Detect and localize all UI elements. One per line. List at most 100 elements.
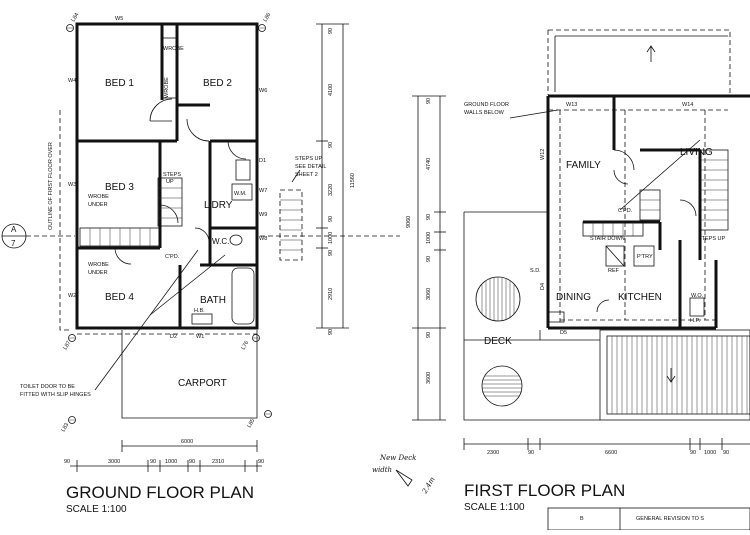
dim-l-2: 90 bbox=[426, 214, 432, 220]
dim-l-3: 1000 bbox=[426, 232, 432, 244]
window-w5: W5 bbox=[115, 16, 123, 22]
outline-first-floor bbox=[59, 110, 70, 331]
corner-l87: L87 bbox=[63, 340, 73, 351]
toilet-pan bbox=[229, 234, 243, 246]
dim-b-5: 2310 bbox=[212, 459, 224, 465]
dim-l-1: 4740 bbox=[426, 158, 432, 170]
washing-machine bbox=[231, 183, 253, 201]
first-left-dimensions: 90 4740 90 1000 90 3060 90 3600 9060 bbox=[406, 95, 446, 421]
ground-window-marks: W5 W4 W6 W3 W2 W1 D1 D2 W7 W8 W9 bbox=[68, 16, 267, 340]
room-label-dining: DINING bbox=[556, 292, 591, 303]
dim-l-7: 3600 bbox=[426, 372, 432, 384]
dim-l-4: 90 bbox=[426, 256, 432, 262]
dim-b-4: 90 bbox=[189, 459, 195, 465]
carport-outline bbox=[121, 330, 258, 419]
first-bottom-dimensions: 2300 90 6600 90 1000 90 bbox=[463, 438, 750, 456]
label-wo: W.O. bbox=[691, 293, 704, 299]
label-hb: H.B. bbox=[194, 308, 205, 314]
ground-outer-walls bbox=[75, 22, 259, 330]
dim-b-0: 90 bbox=[64, 459, 70, 465]
dim-fb-5: 90 bbox=[723, 450, 729, 456]
note-ground-walls-1: GROUND FLOOR bbox=[464, 102, 509, 108]
dim-b-3: 1000 bbox=[165, 459, 177, 465]
window-w4: W4 bbox=[68, 78, 76, 84]
section-sheet: 7 bbox=[11, 239, 16, 248]
room-label-wc: W.C. bbox=[212, 237, 229, 246]
note-outline-first-floor: OUTLINE OF FIRST FLOOR OVER bbox=[48, 142, 54, 230]
room-label-deck: DECK bbox=[484, 336, 512, 347]
dim-r-1: 4100 bbox=[328, 84, 334, 96]
dim-fb-3: 90 bbox=[690, 450, 696, 456]
room-label-bath: BATH bbox=[200, 295, 226, 306]
note-steps-up-2: SEE DETAIL bbox=[295, 164, 326, 170]
label-first-steps-up: STEPS UP bbox=[698, 236, 726, 242]
new-deck-hatch bbox=[599, 329, 750, 421]
note-toilet-door-1: TOILET DOOR TO BE bbox=[20, 384, 75, 390]
section-marker: A 7 bbox=[1, 223, 400, 249]
north-arrow-icon bbox=[646, 45, 656, 62]
fridge bbox=[605, 245, 625, 267]
wrobe-cabinet bbox=[161, 37, 177, 99]
dim-total-left: 9060 bbox=[406, 216, 412, 228]
window-w13: W13 bbox=[566, 102, 577, 108]
window-w3: W3 bbox=[68, 182, 76, 188]
first-staircase bbox=[582, 149, 729, 237]
label-wrobe-top: WROBE bbox=[163, 46, 184, 52]
dim-b-2: 90 bbox=[150, 459, 156, 465]
dim-r-0: 90 bbox=[328, 28, 334, 34]
window-w14: W14 bbox=[682, 102, 693, 108]
ground-right-dimensions: 90 4100 90 3220 90 1000 90 2910 90 11560 bbox=[316, 23, 356, 335]
ground-floor-plan: BED 1 BED 2 BED 3 BED 4 L'DRY BATH W.C. … bbox=[1, 12, 400, 515]
dim-r-2: 90 bbox=[328, 142, 334, 148]
section-letter: A bbox=[11, 225, 17, 234]
label-under-b: UNDER bbox=[88, 270, 108, 276]
door-d2: D2 bbox=[170, 334, 177, 340]
dim-fb-4: 1000 bbox=[704, 450, 716, 456]
first-roof-lines bbox=[554, 35, 728, 92]
dim-b-1: 3000 bbox=[108, 459, 120, 465]
corner-l85: L85 bbox=[247, 418, 257, 429]
kitchen-sink bbox=[547, 311, 565, 323]
dim-r-5: 1000 bbox=[328, 232, 334, 244]
label-ref: REF bbox=[608, 268, 620, 274]
ground-bottom-dimensions: 6000 90 3000 90 1000 90 2310 90 bbox=[64, 439, 264, 472]
door-d5: D5 bbox=[560, 330, 567, 336]
deck-area bbox=[463, 211, 600, 421]
window-w9: W9 bbox=[259, 212, 267, 218]
room-label-bed1: BED 1 bbox=[105, 78, 134, 89]
dim-fb-2: 6600 bbox=[605, 450, 617, 456]
corner-l76: L76 bbox=[241, 340, 251, 351]
exterior-steps bbox=[279, 169, 303, 261]
label-stair-down: STAIR DOWN bbox=[590, 236, 625, 242]
room-label-ldry: L'DRY bbox=[204, 200, 233, 211]
window-w2: W2 bbox=[68, 293, 76, 299]
room-label-carport: CARPORT bbox=[178, 378, 227, 389]
room-label-family: FAMILY bbox=[566, 160, 601, 171]
note-steps-up-3: SHEET 2 bbox=[295, 172, 318, 178]
label-wrobe-under-a: WROBE bbox=[88, 194, 109, 200]
label-steps: STEPS bbox=[163, 172, 181, 178]
dim-r-8: 90 bbox=[328, 329, 334, 335]
revision-block: B GENERAL REVISION TO S bbox=[547, 507, 750, 531]
ground-interior-walls bbox=[77, 24, 257, 328]
pantry bbox=[633, 245, 655, 267]
first-plan-title: FIRST FLOOR PLAN bbox=[464, 481, 625, 500]
dim-b-6: 90 bbox=[258, 459, 264, 465]
dim-overall-6000: 6000 bbox=[181, 439, 193, 445]
label-steps-up: UP bbox=[166, 179, 174, 185]
window-w7: W7 bbox=[259, 188, 267, 194]
room-label-bed3: BED 3 bbox=[105, 182, 134, 193]
ground-door-swings bbox=[114, 98, 247, 265]
revision-letter: B bbox=[580, 516, 584, 522]
dim-r-6: 90 bbox=[328, 250, 334, 256]
window-w8: W8 bbox=[259, 236, 267, 242]
south-arrow-icon bbox=[666, 368, 676, 383]
label-wrobe-vertical: WROBE bbox=[164, 77, 170, 98]
room-label-kitchen: KITCHEN bbox=[618, 292, 662, 303]
first-plan-scale: SCALE 1:100 bbox=[464, 502, 525, 513]
ground-corner-markers: L84 L86 L87 L76 L85 L83 bbox=[61, 12, 273, 433]
note-steps-up-1: STEPS UP bbox=[295, 156, 323, 162]
room-label-bed2: BED 2 bbox=[203, 78, 232, 89]
note-deck-size: 2.4m bbox=[420, 475, 436, 496]
